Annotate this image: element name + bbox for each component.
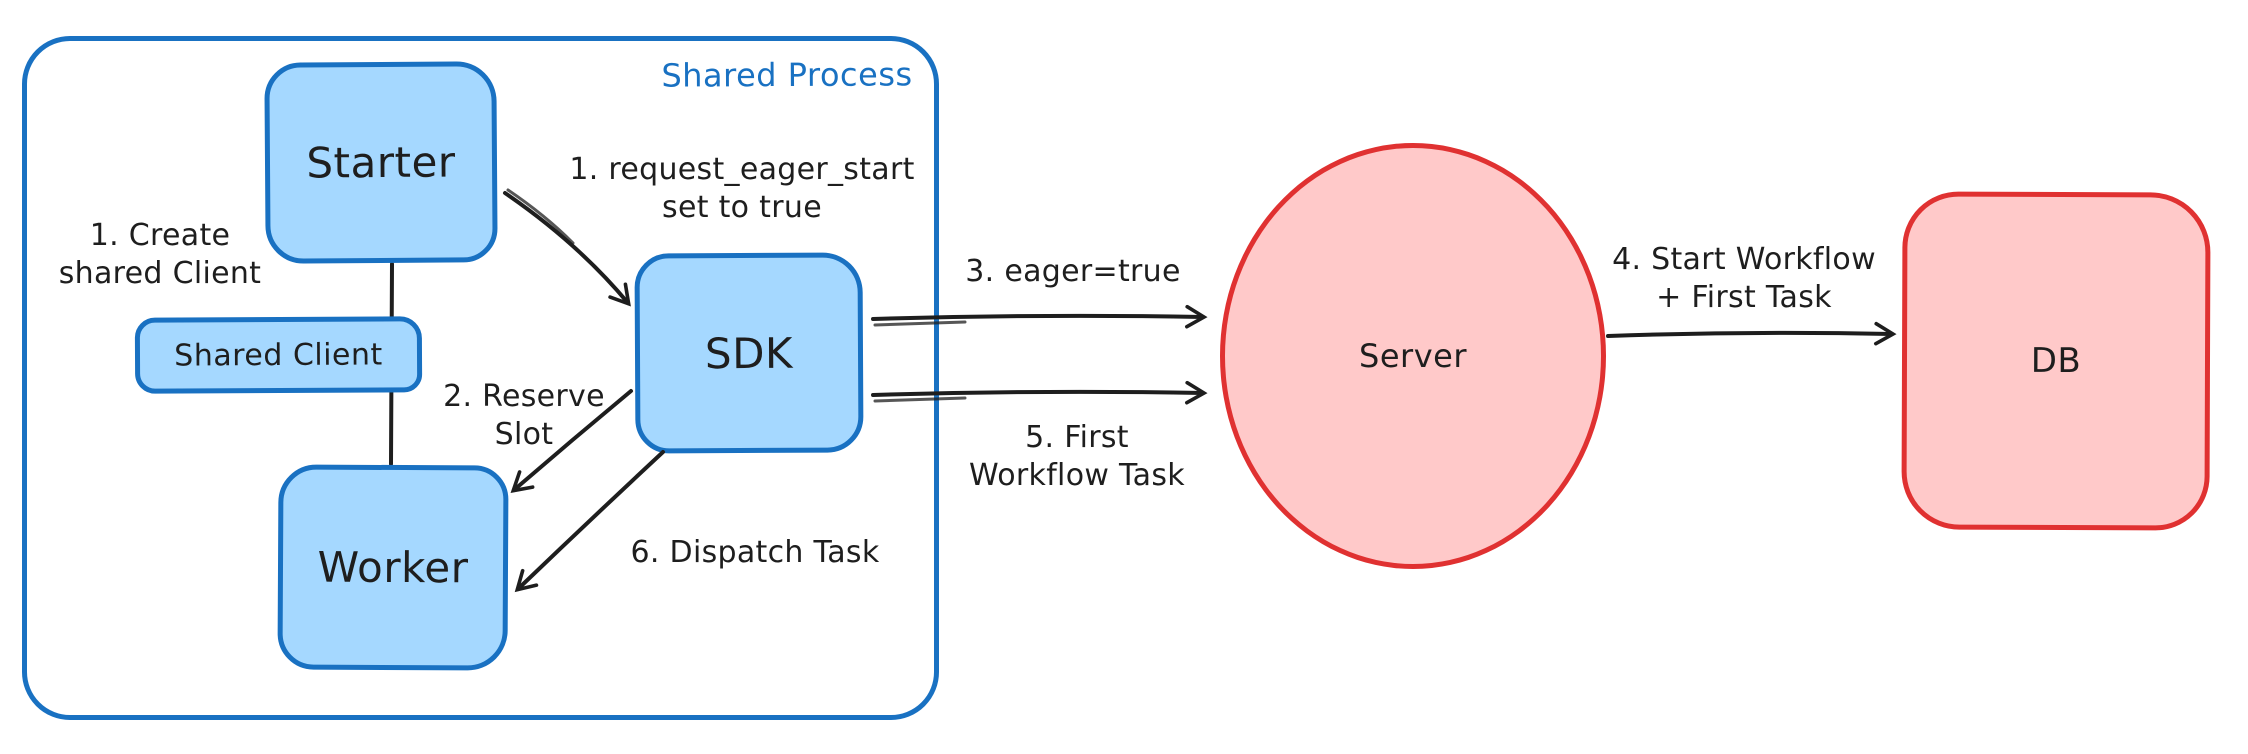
node-sdk: SDK	[634, 252, 864, 454]
node-sdk-label: SDK	[704, 328, 794, 378]
annotation-line: 5. First	[1025, 420, 1129, 455]
node-db: DB	[1901, 191, 2211, 531]
node-worker: Worker	[277, 464, 509, 671]
annotation-first-workflow-task: 5. First Workflow Task	[969, 419, 1185, 495]
annotation-line: 1. request_eager_start	[569, 152, 915, 187]
annotation-create-shared-client: 1. Create shared Client	[59, 217, 262, 293]
annotation-start-workflow-first-task: 4. Start Workflow + First Task	[1612, 241, 1876, 317]
annotation-line: 3. eager=true	[965, 254, 1181, 289]
annotation-line: Slot	[494, 417, 554, 452]
node-server-label: Server	[1359, 337, 1467, 375]
shared-process-box	[22, 36, 939, 720]
node-shared-client-label: Shared Client	[174, 336, 383, 374]
node-server: Server	[1220, 143, 1606, 569]
arrow-start-workflow	[1606, 321, 1897, 346]
annotation-line: Workflow Task	[969, 458, 1185, 493]
annotation-line: 6. Dispatch Task	[630, 535, 880, 570]
annotation-line: + First Task	[1656, 280, 1832, 315]
node-starter: Starter	[264, 61, 498, 264]
shared-process-label: Shared Process	[661, 55, 913, 95]
node-starter-label: Starter	[306, 137, 456, 188]
annotation-line: shared Client	[58, 256, 262, 291]
annotation-dispatch-task: 6. Dispatch Task	[630, 534, 879, 572]
node-worker-label: Worker	[317, 542, 469, 593]
annotation-line: 1. Create	[89, 218, 231, 253]
node-db-label: DB	[2030, 340, 2082, 382]
annotation-reserve-slot: 2. Reserve Slot	[443, 378, 605, 454]
annotation-line: 2. Reserve	[443, 379, 605, 414]
annotation-eager-true: 3. eager=true	[965, 253, 1180, 291]
node-shared-client: Shared Client	[134, 316, 423, 394]
annotation-line: set to true	[662, 190, 822, 225]
annotation-line: 4. Start Workflow	[1612, 242, 1876, 277]
annotation-request-eager-start: 1. request_eager_start set to true	[569, 151, 914, 227]
